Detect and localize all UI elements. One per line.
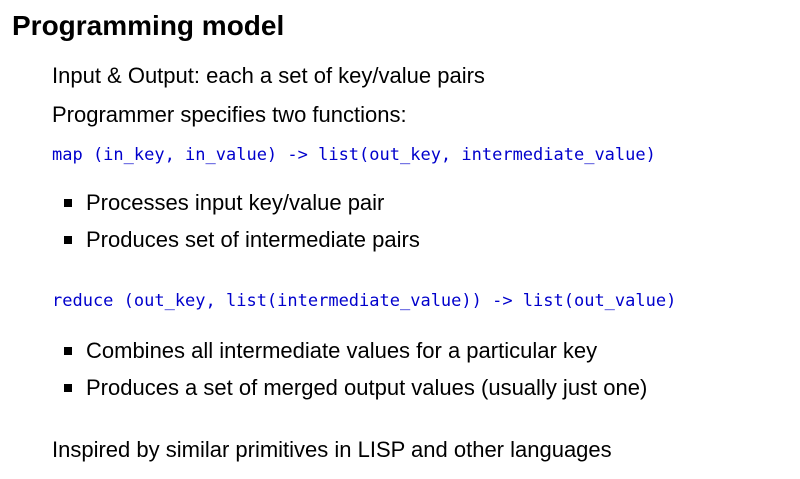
reduce-signature: reduce (out_key, list(intermediate_value…: [52, 291, 677, 311]
square-bullet-icon: [64, 199, 72, 207]
square-bullet-icon: [64, 236, 72, 244]
map-signature: map (in_key, in_value) -> list(out_key, …: [52, 145, 656, 165]
square-bullet-icon: [64, 347, 72, 355]
list-item: Produces set of intermediate pairs: [64, 226, 420, 263]
bullet-text: Processes input key/value pair: [86, 190, 385, 215]
bullet-text: Combines all intermediate values for a p…: [86, 338, 598, 363]
footer-note: Inspired by similar primitives in LISP a…: [52, 437, 612, 462]
reduce-bullet-list: Combines all intermediate values for a p…: [64, 337, 647, 411]
bullet-text: Produces set of intermediate pairs: [86, 227, 420, 252]
slide-title: Programming model: [12, 10, 285, 41]
map-bullet-list: Processes input key/value pair Produces …: [64, 189, 420, 263]
list-item: Processes input key/value pair: [64, 189, 420, 226]
intro-functions-text: Programmer specifies two functions:: [52, 102, 407, 127]
bullet-text: Produces a set of merged output values (…: [86, 375, 648, 400]
list-item: Combines all intermediate values for a p…: [64, 337, 647, 374]
intro-io-text: Input & Output: each a set of key/value …: [52, 63, 485, 88]
square-bullet-icon: [64, 384, 72, 392]
list-item: Produces a set of merged output values (…: [64, 374, 647, 411]
